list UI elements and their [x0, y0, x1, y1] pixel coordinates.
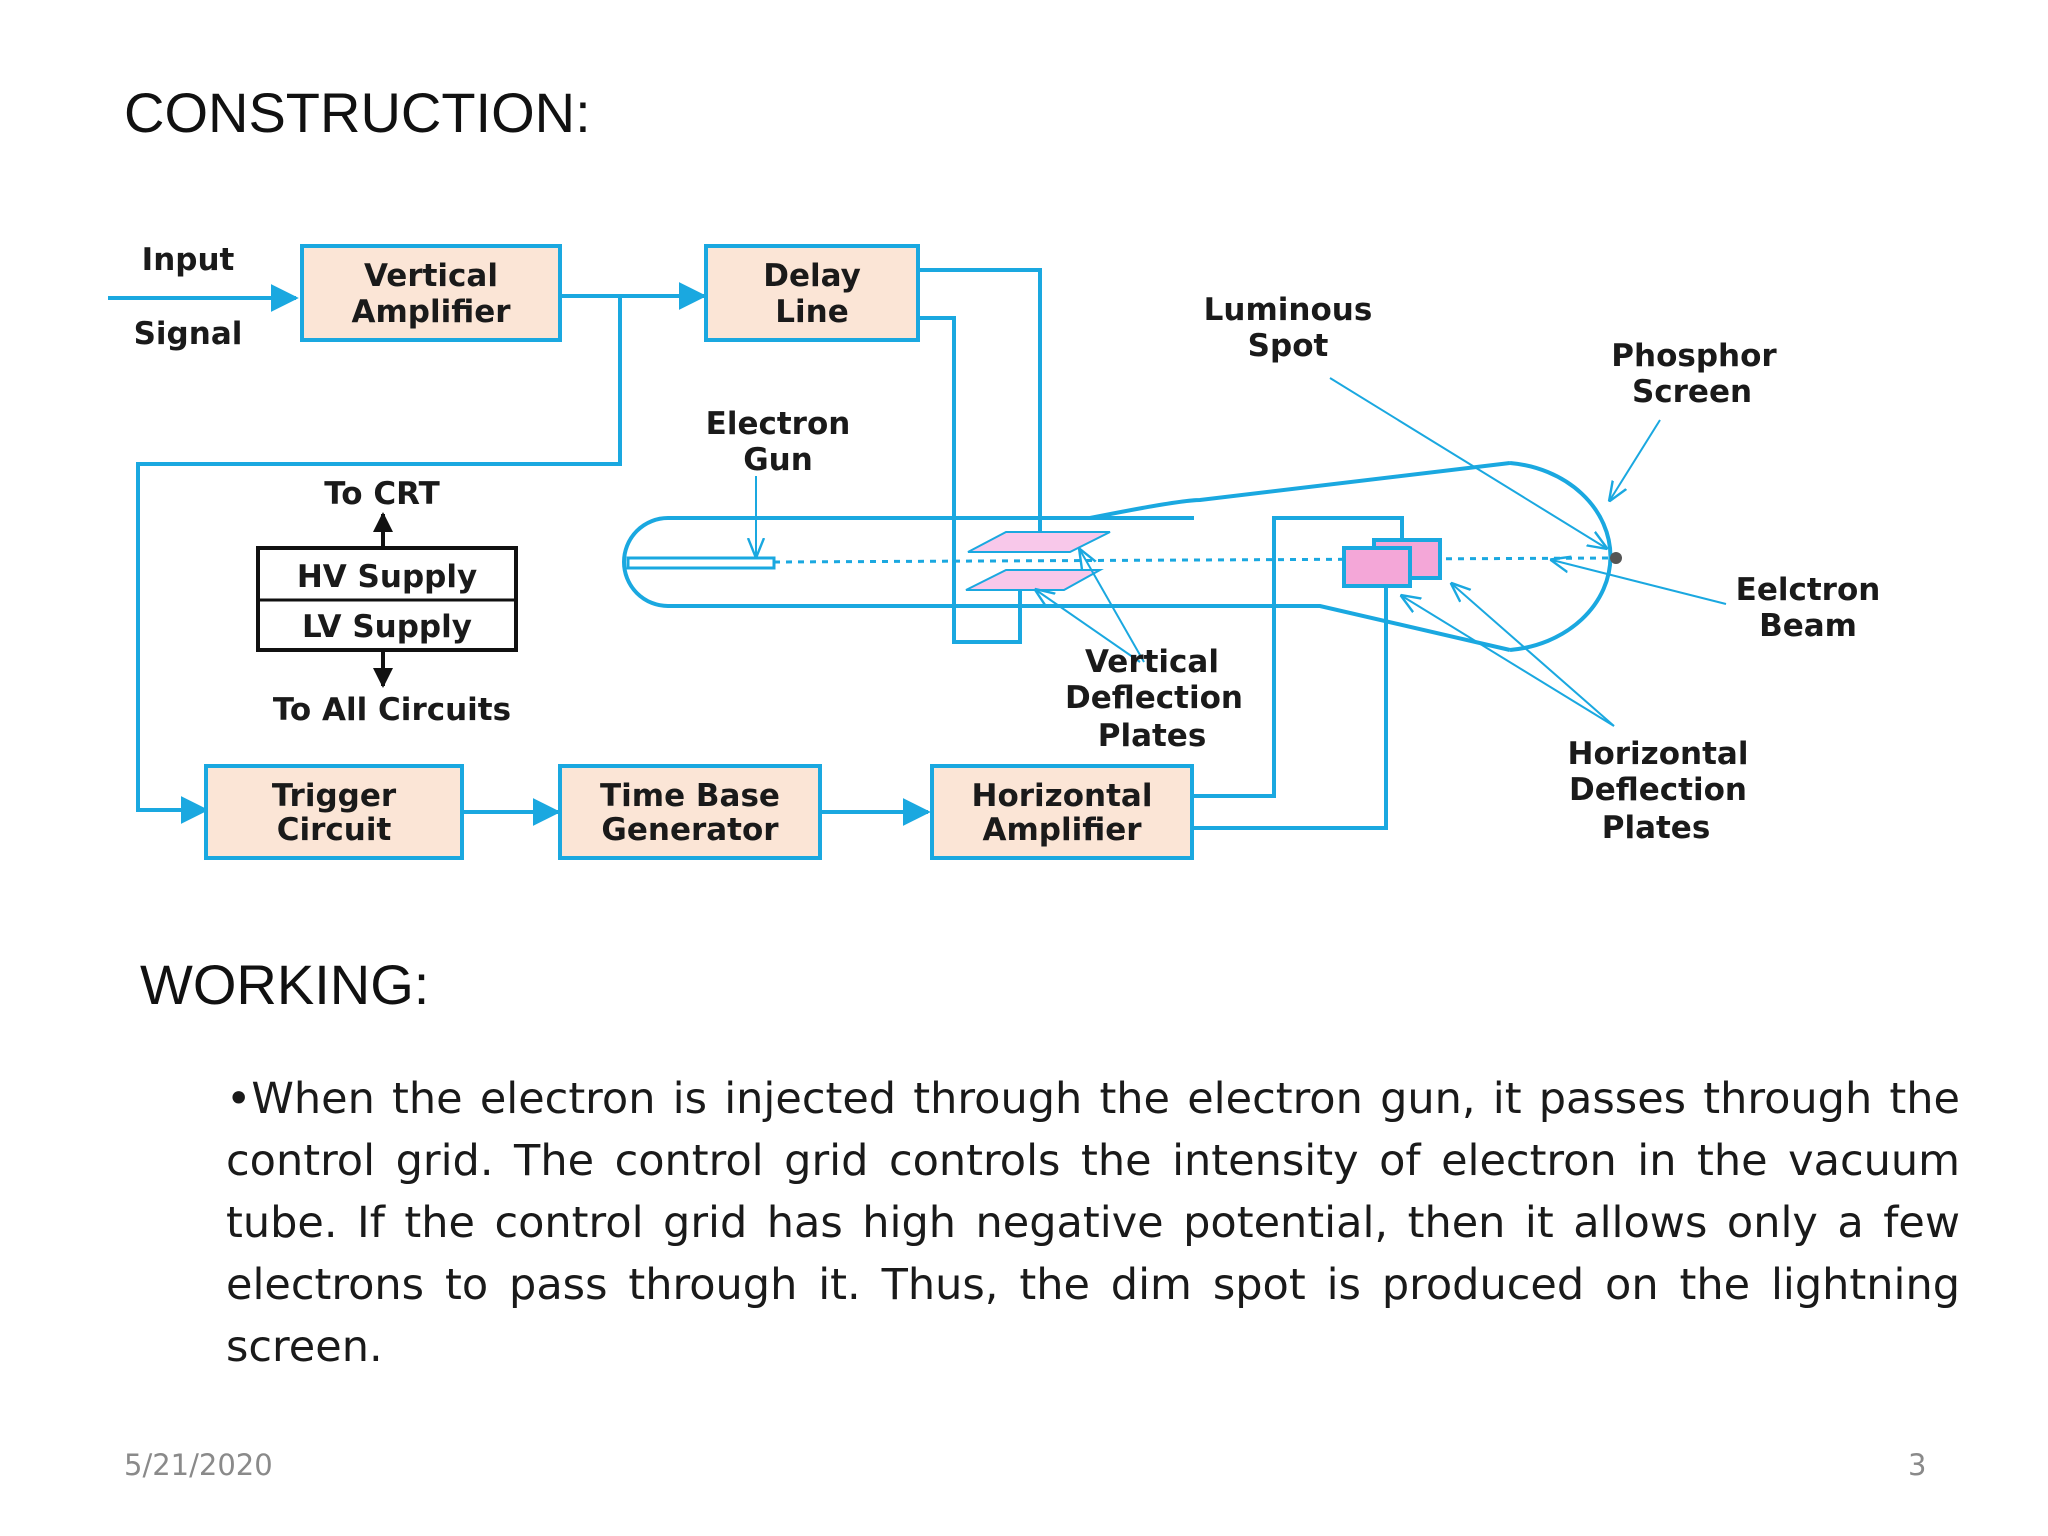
luminous-spot-label-2: Spot [1248, 328, 1329, 364]
phosphor-screen-label-1: Phosphor [1611, 338, 1777, 374]
construction-heading: CONSTRUCTION: [124, 81, 591, 144]
vertical-deflection-label-3: Plates [1098, 718, 1207, 754]
time-base-generator-block: Time Base Generator [558, 764, 822, 860]
signal-label: Signal [134, 316, 243, 352]
input-label: Input [142, 242, 235, 278]
footer-date: 5/21/2020 [124, 1448, 273, 1482]
footer-page-number: 3 [1908, 1448, 1927, 1482]
callout-arrows [756, 377, 1727, 727]
working-heading: WORKING: [140, 953, 430, 1016]
vertical-deflection-label-1: Vertical [1085, 644, 1219, 680]
electron-beam-label-2: Beam [1759, 608, 1857, 644]
phosphor-screen-label-2: Screen [1632, 374, 1752, 410]
vertical-amplifier-label-2: Amplifier [351, 294, 511, 330]
luminous-spot [1610, 552, 1622, 564]
electron-gun-label-1: Electron [706, 406, 851, 442]
horizontal-deflection-plates [1342, 538, 1442, 588]
delay-line-label-1: Delay [763, 258, 861, 294]
time-base-label-2: Generator [601, 812, 779, 848]
lv-supply-label: LV Supply [302, 609, 472, 645]
to-all-circuits-label: To All Circuits [273, 692, 511, 728]
vertical-amplifier-label-1: Vertical [364, 258, 498, 294]
crt-block-diagram: Vertical Amplifier Delay Line Trigger Ci… [108, 242, 1881, 860]
vertical-amplifier-block: Vertical Amplifier [300, 244, 562, 342]
time-base-label-1: Time Base [600, 778, 780, 814]
electron-beam [773, 556, 1615, 564]
horizontal-deflection-label-1: Horizontal [1568, 736, 1749, 772]
horizontal-amplifier-label-1: Horizontal [972, 778, 1153, 814]
luminous-spot-label-1: Luminous [1204, 292, 1373, 328]
to-crt-label: To CRT [324, 476, 440, 512]
trigger-circuit-label-2: Circuit [277, 812, 392, 848]
horizontal-deflection-label-3: Plates [1602, 810, 1711, 846]
hv-supply-label: HV Supply [297, 559, 477, 595]
vertical-deflection-plates [965, 531, 1111, 591]
crt-tube [622, 461, 1613, 652]
power-supply-block: HV Supply LV Supply To CRT To All Circui… [256, 476, 518, 728]
electron-beam-label-1: Eelctron [1736, 572, 1881, 608]
delay-line-block: Delay Line [704, 244, 920, 342]
working-bullet-paragraph: •When the electron is injected through t… [226, 1074, 1960, 1372]
trigger-circuit-label-1: Trigger [272, 778, 397, 814]
delay-line-label-2: Line [775, 294, 848, 330]
horizontal-amplifier-block: Horizontal Amplifier [930, 764, 1194, 860]
vertical-deflection-label-2: Deflection [1065, 680, 1243, 716]
electron-gun-label-2: Gun [743, 442, 813, 478]
trigger-circuit-block: Trigger Circuit [204, 764, 464, 860]
horizontal-amplifier-label-2: Amplifier [982, 812, 1142, 848]
horizontal-deflection-label-2: Deflection [1569, 772, 1747, 808]
